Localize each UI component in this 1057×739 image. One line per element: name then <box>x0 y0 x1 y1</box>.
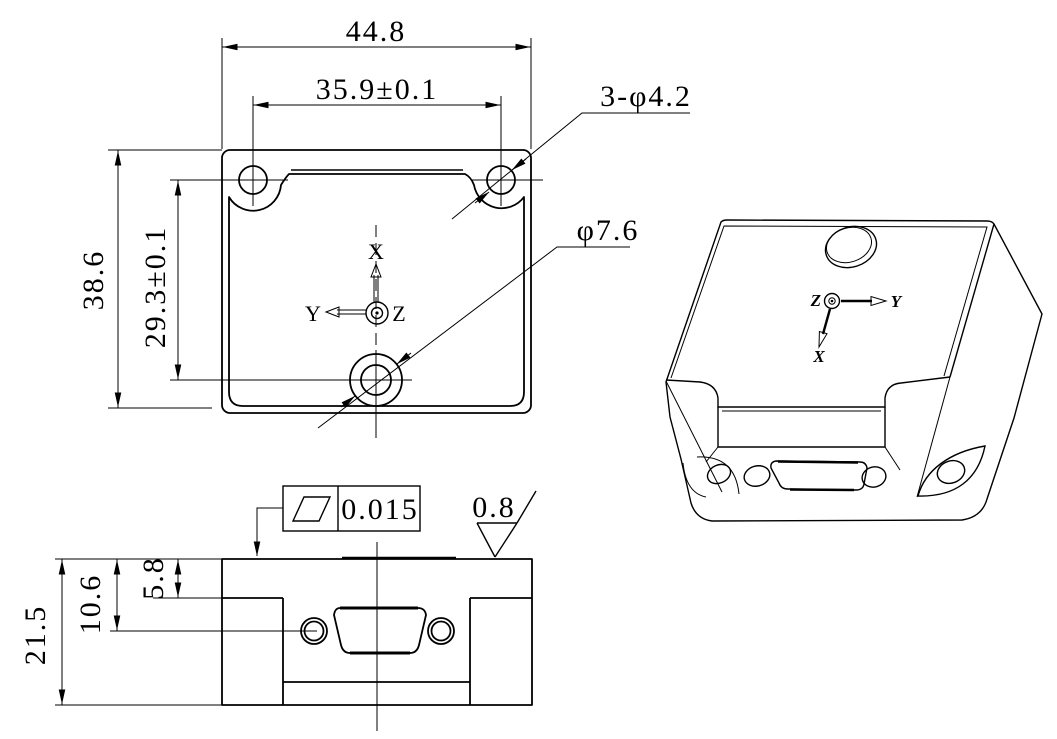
top-hole-inner <box>826 226 872 264</box>
callout-mount-holes: 3-φ4.2 <box>451 80 692 220</box>
axis-label-x: X <box>368 239 384 264</box>
flatness-symbol-icon <box>291 496 332 522</box>
z-axis-symbol-inner <box>370 306 384 320</box>
front-band <box>717 407 886 448</box>
dim-text-step-height: 5.8 <box>137 556 170 600</box>
dimension-overall-width: 44.8 <box>221 15 532 149</box>
jack-screw-right-inner <box>430 620 452 642</box>
dimension-hole-spacing-h: 35.9±0.1 <box>253 73 501 109</box>
top-view: 44.8 35.9±0.1 38.6 29.3±0.1 <box>77 15 692 438</box>
surface-roughness-callout: 0.8 <box>472 490 537 558</box>
dimension-overall-height: 38.6 <box>77 149 222 409</box>
flatness-tolerance-frame: 0.015 <box>253 485 421 557</box>
z-axis-symbol <box>365 301 389 325</box>
dimension-hole-spacing-v: 29.3±0.1 <box>139 180 322 381</box>
jack-screw-right <box>427 617 455 645</box>
iso-jack-screw-right <box>861 466 887 488</box>
axis-label-z: Z <box>392 301 405 326</box>
top-face-right-edge <box>949 223 995 378</box>
right-lug-hole <box>936 459 966 485</box>
dimension-step-height: 5.8 <box>137 556 222 600</box>
dim-text-overall-width: 44.8 <box>346 15 407 48</box>
iso-axis-label-x: X <box>812 347 825 366</box>
band-to-flange-right <box>884 446 901 471</box>
dim-text-hole-spacing-v: 29.3±0.1 <box>139 226 172 348</box>
dimension-front-height: 21.5 <box>19 558 222 706</box>
front-view: 21.5 10.6 5.8 0.015 <box>19 485 537 731</box>
left-lug-inner-arc <box>682 462 707 498</box>
label-center-hole: φ7.6 <box>577 214 640 247</box>
iso-z-axis-dot <box>830 299 834 303</box>
dim-text-connector-axis: 10.6 <box>74 574 107 635</box>
label-mount-holes: 3-φ4.2 <box>600 80 692 113</box>
iso-x-axis-arrow <box>818 330 828 349</box>
iso-flange <box>682 445 986 498</box>
dim-text-front-height: 21.5 <box>19 605 52 666</box>
y-axis-arrow <box>324 306 340 318</box>
dsub-connector-front <box>300 606 455 655</box>
iso-axis-label-y: Y <box>891 292 903 311</box>
callout-center-hole: φ7.6 <box>317 214 640 429</box>
flatness-value: 0.015 <box>341 493 419 526</box>
top-face-front-edge <box>665 376 951 408</box>
isometric-view: Z Y X <box>665 219 1043 522</box>
roughness-value: 0.8 <box>472 491 516 524</box>
iso-z-axis-symbol <box>823 292 841 310</box>
x-axis-arrow <box>370 262 382 278</box>
axes-marker-top-view: X Y Z <box>305 239 406 326</box>
axis-label-y: Y <box>305 301 321 326</box>
iso-jack-screw-left <box>743 465 771 487</box>
top-hole-outer <box>824 225 878 269</box>
left-lug-hole <box>706 463 732 485</box>
box-front-left-edge <box>665 380 723 493</box>
dim-text-hole-spacing-h: 35.9±0.1 <box>316 73 438 106</box>
box-front-right-edge <box>916 376 951 498</box>
dimension-connector-axis: 10.6 <box>74 559 317 634</box>
iso-z-axis-symbol-inner <box>828 297 836 305</box>
dim-text-overall-height: 38.6 <box>77 250 110 311</box>
axes-marker-iso: Z Y X <box>810 291 903 366</box>
lid-inner-outline <box>228 173 525 407</box>
iso-y-axis-arrow <box>870 295 888 307</box>
left-lug-arc <box>696 456 740 495</box>
right-lug-boss <box>917 445 986 497</box>
dsub-shell <box>333 607 427 654</box>
iso-axis-label-z: Z <box>810 291 821 310</box>
band-to-flange-left <box>705 446 719 463</box>
z-axis-dot <box>375 311 379 315</box>
iso-silhouette <box>665 219 1043 522</box>
iso-dsub-shell <box>770 460 868 491</box>
